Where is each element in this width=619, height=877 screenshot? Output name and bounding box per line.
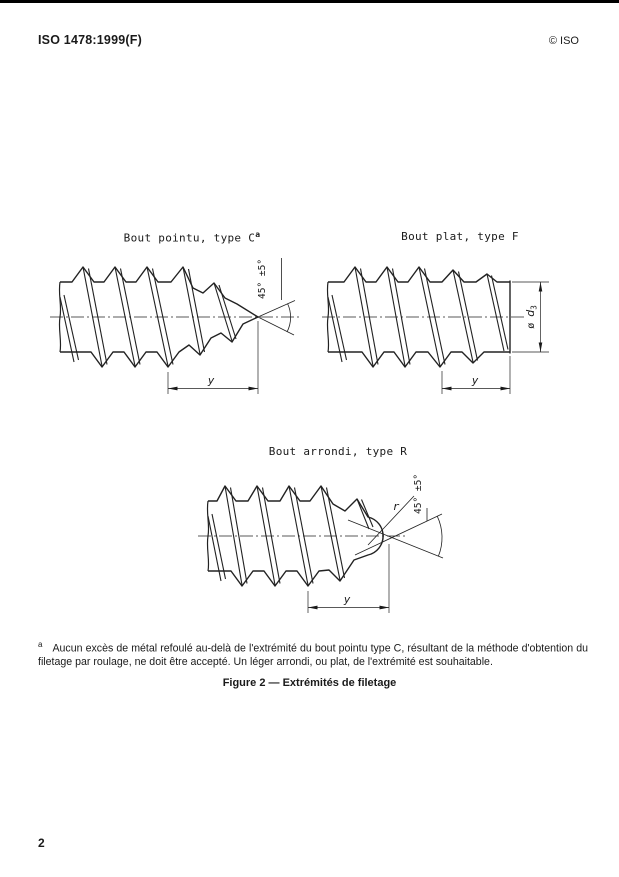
figure-title-flat-text: Bout plat, type F [401,230,519,243]
copyright-notice: © ISO [548,35,579,47]
arrowhead-right [248,386,258,391]
figure-title-pointed-text: Bout pointu, type C [123,231,256,245]
break-edge [58,281,62,353]
thread-flank-lines [327,266,509,367]
page-top-edge [0,0,619,3]
figure-title-pointed: Bout pointu, type Ca [124,230,261,245]
break-edge [326,281,330,353]
figure-title-flat: Bout plat, type F [401,230,519,243]
drawing-rounded-end: 45° ±5° r y [198,474,444,613]
angle-label: 45° ±5° [257,259,268,299]
page-number: 2 [38,836,45,850]
screw-outline [208,485,384,587]
y-dimension-label: y [471,374,479,387]
thread-flank-lines [207,485,374,586]
figure-title-pointed-sup: a [255,230,261,239]
dimension-d3 [512,281,549,353]
drawing-flat-end: ø d3 y [322,266,549,394]
figure-caption: Figure 2 — Extrémités de filetage [222,677,397,689]
dimension-y [441,356,511,394]
d-symbol: d [524,309,537,317]
radius-label: r [393,500,400,513]
arrowhead-right [500,386,510,391]
screw-outline-bottom [60,316,259,368]
arrowhead-up [538,282,543,292]
drawing-pointed-end: 45° ±5° y [50,258,301,394]
dimension-y [307,544,390,613]
arrowhead-down [538,342,543,352]
screw-outline-bottom [328,351,510,368]
footnote-marker: a [38,639,43,649]
figure-title-rounded: Bout arrondi, type R [269,445,407,458]
footnote-text: Aucun excès de métal refoulé au-delà de … [38,642,588,669]
chamfer-angle-annotation [347,508,444,559]
dimension-y [167,321,259,394]
figure-title-rounded-text: Bout arrondi, type R [268,445,408,458]
chamfer-angle-annotation [257,258,296,336]
thread-flank-lines [59,266,237,367]
diameter-label: ø d3 [524,305,539,329]
angle-label: 45° ±5° [413,474,424,514]
arrowhead-left [442,386,452,391]
angle-arc [286,303,291,333]
radius-leader-line [367,495,415,546]
break-edge [206,500,210,572]
document-id: ISO 1478:1999(F) [38,33,142,47]
arrowhead-right [379,605,389,610]
arrowhead-left [308,605,318,610]
phi-symbol: ø [526,317,537,329]
screw-outline-top [60,266,259,318]
d-subscript: 3 [530,305,539,310]
angle-arc [436,516,443,557]
arrowhead-left [168,386,178,391]
y-dimension-label: y [343,593,351,606]
y-dimension-label: y [207,374,215,387]
